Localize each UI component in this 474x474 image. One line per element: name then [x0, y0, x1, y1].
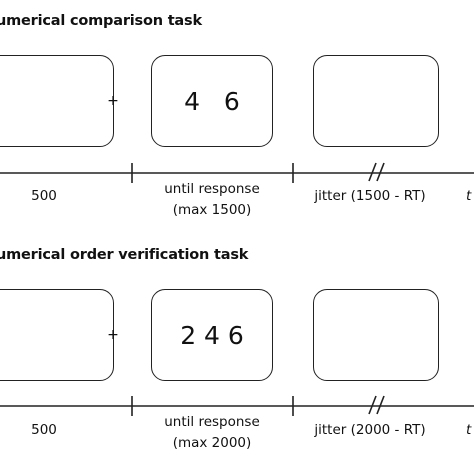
timeline	[0, 162, 474, 183]
timeline-break-mark	[376, 162, 385, 182]
stimulus-screen: 4 6	[151, 55, 273, 147]
response-duration-line1: until response	[164, 181, 260, 197]
response-duration-line2: (max 2000)	[172, 435, 252, 451]
stimulus-digits: 2 4 6	[180, 320, 244, 350]
trailing-label: t	[466, 188, 472, 204]
timeline-break-mark	[368, 395, 377, 415]
fixation-cross: +	[107, 327, 119, 343]
fixation-cross: +	[107, 93, 119, 109]
blank-screen	[313, 55, 439, 147]
response-duration-line1: until response	[164, 414, 260, 430]
timeline-break-mark	[376, 395, 385, 415]
timeline-break-mark	[368, 162, 377, 182]
blank-screen	[313, 289, 439, 381]
fixation-duration: 500	[31, 188, 57, 204]
jitter-duration: jitter (1500 - RT)	[314, 188, 426, 204]
stimulus-digits: 4 6	[184, 86, 240, 116]
stimulus-screen: 2 4 6	[151, 289, 273, 381]
jitter-duration: jitter (2000 - RT)	[314, 422, 426, 438]
fixation-duration: 500	[31, 422, 57, 438]
timeline	[0, 395, 474, 416]
fixation-screen: +	[0, 55, 119, 147]
task-title: umerical order verification task	[0, 247, 249, 263]
fixation-screen: +	[0, 289, 119, 381]
task-title: umerical comparison task	[0, 13, 202, 29]
trailing-label: t	[466, 422, 472, 438]
response-duration-line2: (max 1500)	[172, 202, 252, 218]
